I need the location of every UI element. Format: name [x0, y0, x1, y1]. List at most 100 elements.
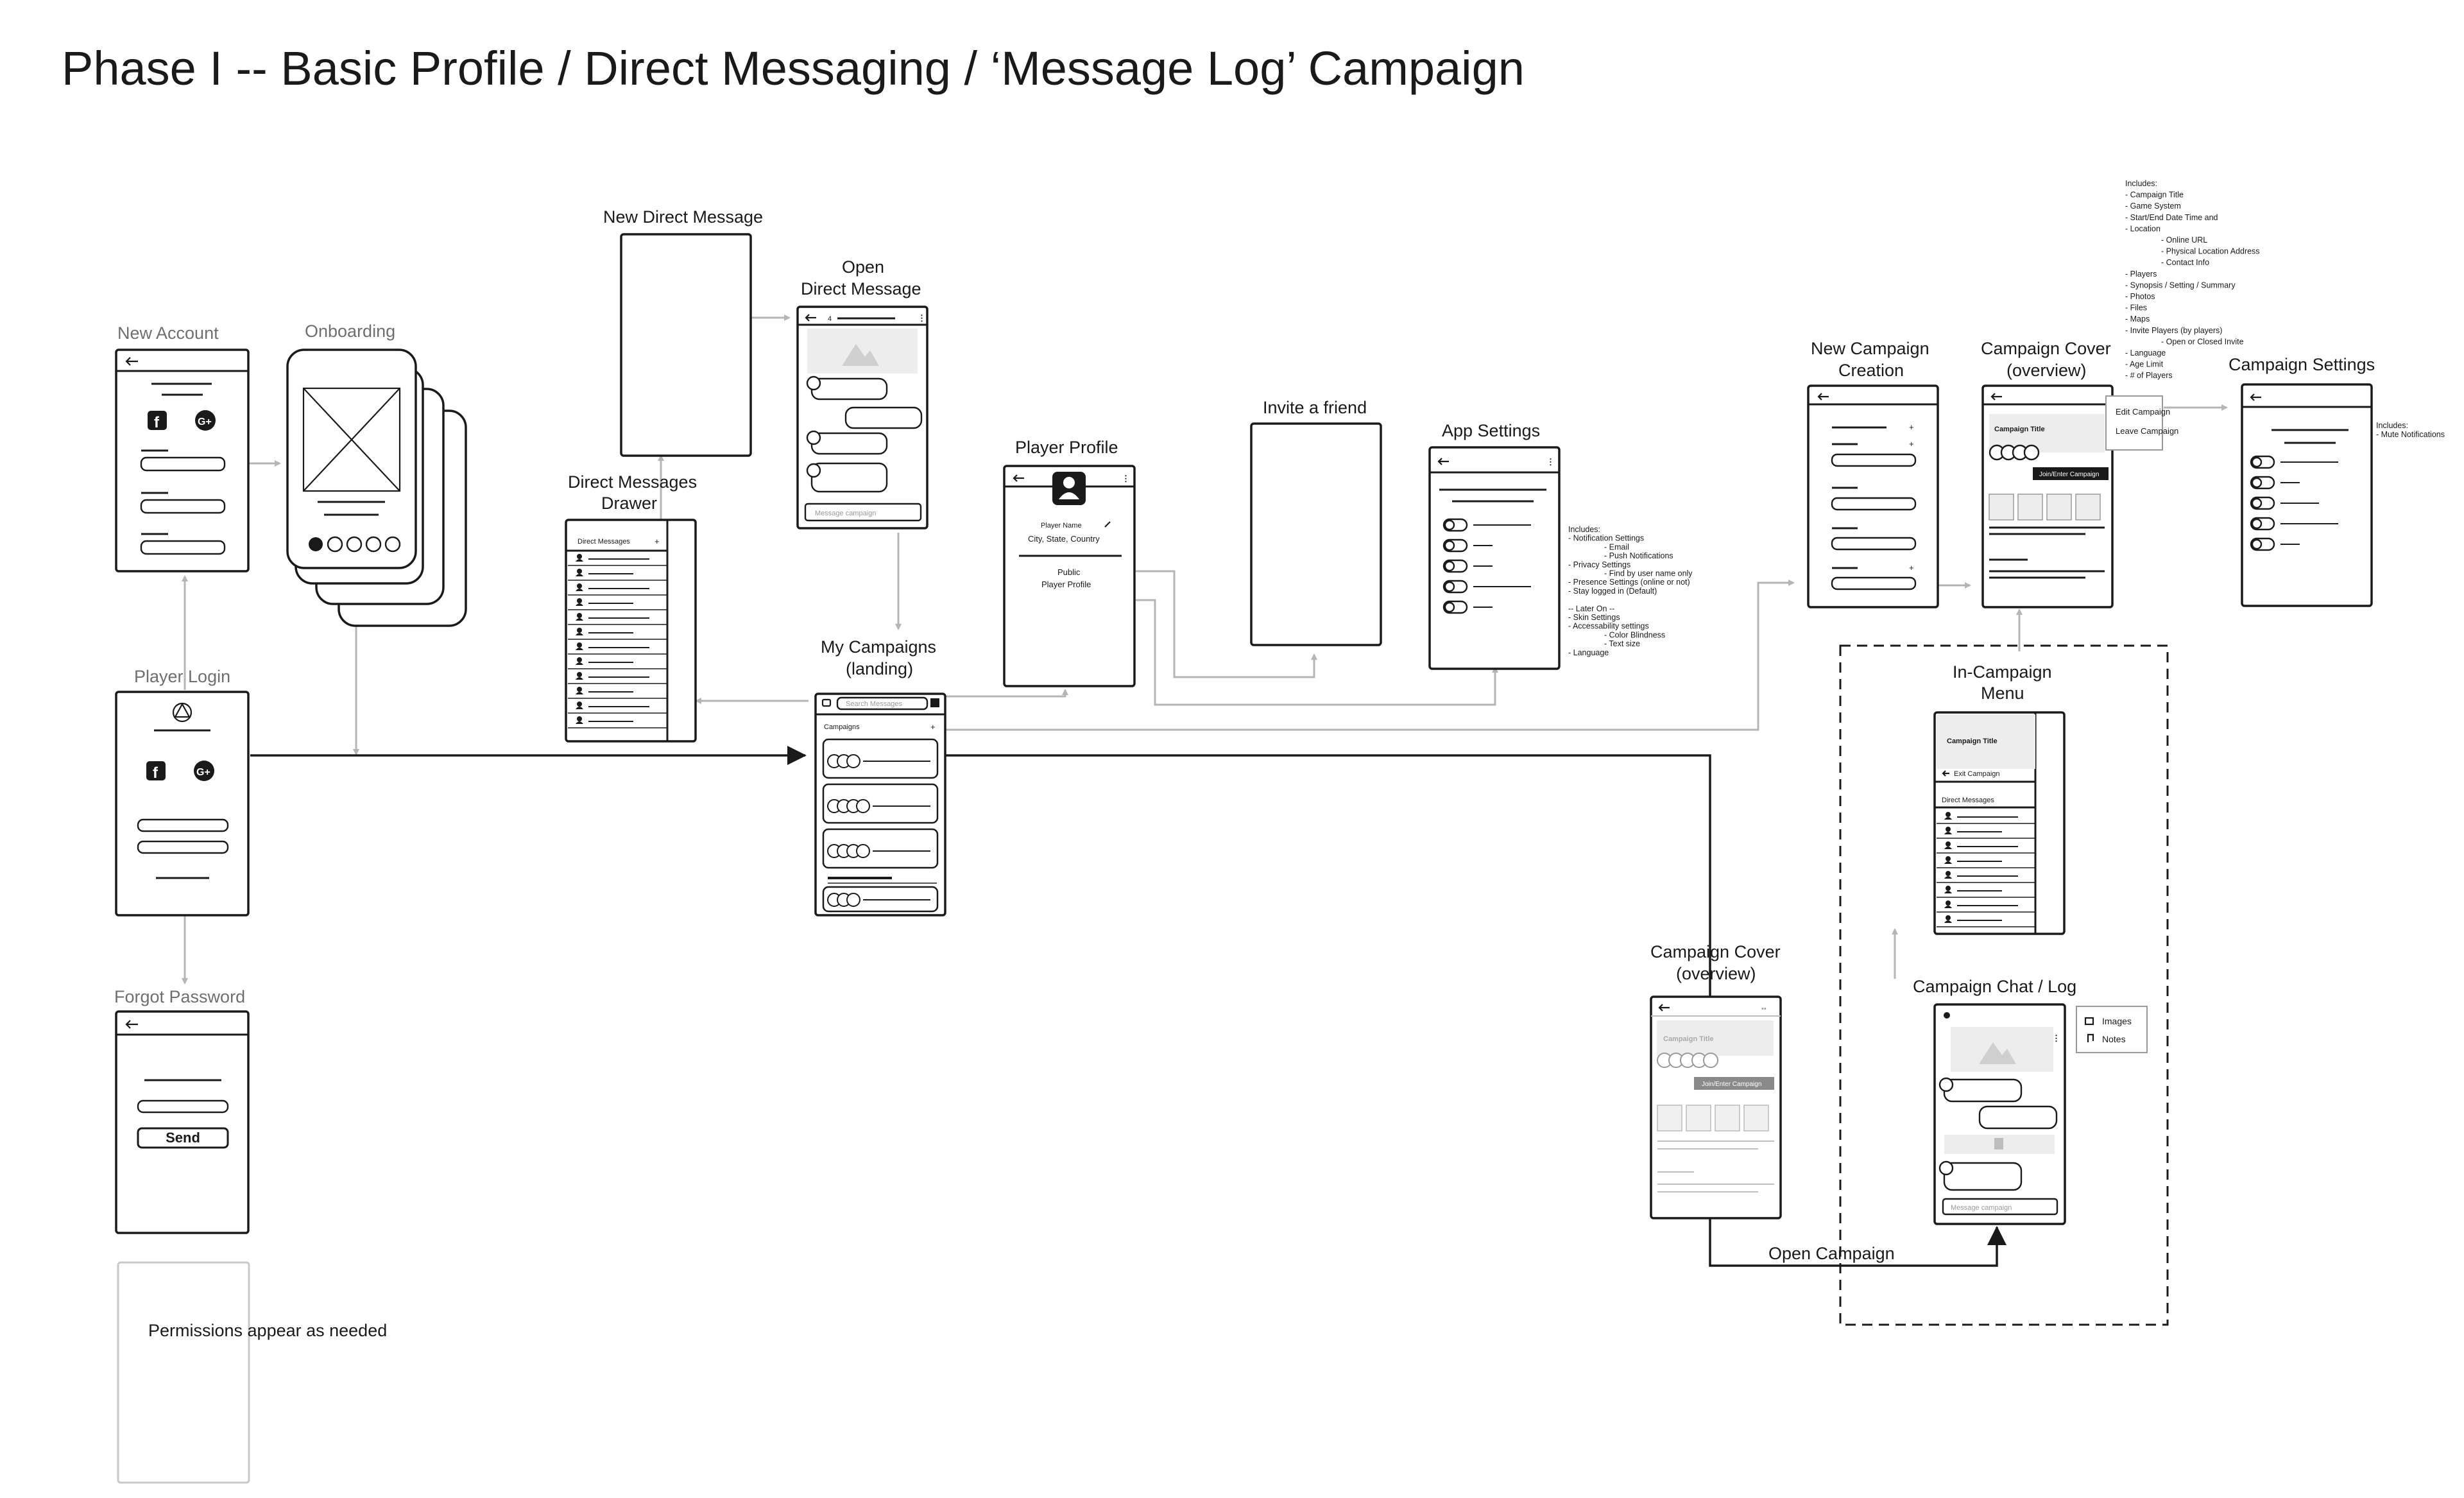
campaign-card[interactable]	[822, 738, 939, 779]
dm-count: 4	[828, 315, 832, 323]
message-input-placeholder: Message campaign	[815, 510, 876, 517]
campaigns-header: Campaigns	[824, 723, 860, 731]
back-arrow-icon	[1817, 393, 1829, 400]
permissions-placeholder: Permissions appear as needed	[117, 1261, 387, 1484]
back-arrow-icon	[125, 1020, 138, 1029]
svg-text:G+: G+	[196, 767, 210, 778]
player-login-label: Player Login	[134, 667, 230, 686]
in-campaign-dm-header: Direct Messages	[1942, 796, 1994, 804]
public-label-1: Public	[1057, 567, 1081, 577]
note-line: - Email	[1604, 542, 1629, 551]
in-campaign-group	[1839, 644, 2169, 1326]
dm-drawer-label-2: Drawer	[601, 494, 657, 513]
permissions-text: Permissions appear as needed	[148, 1321, 387, 1340]
campaign-settings-notes: Includes:- Mute Notifications	[2376, 421, 2445, 439]
person-avatar-icon	[1944, 915, 1952, 923]
exit-campaign-item[interactable]: Exit Campaign	[1954, 770, 2000, 778]
google-plus-icon	[195, 410, 216, 431]
dm-drawer-header: Direct Messages	[578, 538, 630, 546]
public-label-2: Player Profile	[1041, 580, 1091, 589]
search-placeholder: Search Messages	[846, 700, 903, 708]
note-line: - Age Limit	[2125, 360, 2164, 369]
app-settings-notes: Includes:- Notification Settings- Email -…	[1568, 525, 1693, 657]
back-arrow-icon	[125, 357, 138, 366]
person-avatar-icon	[576, 657, 583, 665]
person-avatar-icon	[576, 583, 583, 591]
settings-toggle[interactable]	[2250, 476, 2275, 490]
dm-drawer-label-1: Direct Messages	[568, 472, 697, 492]
group-avatar-icon	[1944, 886, 1952, 893]
svg-text:G+: G+	[198, 417, 212, 427]
person-avatar-icon	[1944, 900, 1952, 908]
new-direct-message-screen: New Direct Message	[603, 207, 763, 457]
campaign-card[interactable]	[822, 828, 939, 869]
note-line: - Language	[1568, 648, 1609, 657]
person-avatar-icon	[1944, 812, 1952, 820]
settings-toggle[interactable]	[1442, 600, 1468, 614]
campaign-card[interactable]	[822, 886, 939, 913]
cover-b-title: Campaign Title	[1663, 1035, 1714, 1043]
new-account-label: New Account	[117, 323, 219, 343]
person-avatar-icon	[576, 598, 583, 606]
settings-toggle[interactable]	[2250, 496, 2275, 510]
images-item[interactable]: Images	[2102, 1016, 2132, 1026]
page-title: Phase I -- Basic Profile / Direct Messag…	[62, 42, 1525, 95]
notes-item[interactable]: Notes	[2102, 1034, 2126, 1044]
settings-toggle[interactable]	[2250, 455, 2275, 469]
note-line: - Invite Players (by players)	[2125, 326, 2222, 335]
note-line: - Campaign Title	[2125, 191, 2184, 200]
svg-text:+: +	[1909, 439, 1914, 449]
note-line: - Skin Settings	[1568, 613, 1620, 622]
settings-toggle[interactable]	[2250, 537, 2275, 551]
settings-toggle[interactable]	[1442, 559, 1468, 573]
person-avatar-icon	[1944, 856, 1952, 864]
player-login-screen: Player Login f G+	[115, 667, 250, 917]
send-button[interactable]	[137, 1127, 229, 1149]
in-campaign-label-1: In-Campaign	[1953, 662, 2052, 682]
campaign-card[interactable]	[822, 783, 939, 824]
invite-friend-label: Invite a friend	[1263, 398, 1367, 417]
campaign-cover-screen: Campaign Cover (overview) Campaign Title…	[1981, 339, 2114, 608]
settings-toggle[interactable]	[1442, 518, 1468, 532]
note-icon	[2087, 1033, 2094, 1042]
svg-text:+: +	[930, 722, 936, 732]
campaign-settings-label: Campaign Settings	[2229, 355, 2375, 374]
person-avatar-icon	[576, 642, 583, 650]
new-account-screen: New Account f G+	[115, 323, 250, 573]
direct-messages-drawer-screen: Direct Messages Drawer Direct Messages +	[565, 472, 697, 743]
in-campaign-menu-screen: In-Campaign Menu Campaign Title Exit Cam…	[1933, 662, 2066, 935]
note-line: Includes:	[1568, 525, 1600, 534]
join-enter-label: Join/Enter Campaign	[2039, 471, 2099, 478]
join-enter-button[interactable]	[2033, 467, 2109, 480]
note-line: - Stay logged in (Default)	[1568, 587, 1657, 596]
note-line: - Photos	[2125, 292, 2155, 301]
note-line: - Online URL	[2161, 236, 2207, 245]
campaign-cover-notes: Includes:- Campaign Title- Game System- …	[2125, 179, 2260, 380]
person-avatar-icon	[1944, 827, 1952, 834]
settings-toggle[interactable]	[1442, 538, 1468, 553]
settings-toggle[interactable]	[2250, 517, 2275, 531]
new-campaign-label-1: New Campaign	[1811, 339, 1929, 358]
svg-text:⋮: ⋮	[918, 313, 926, 323]
leave-campaign-item[interactable]: Leave Campaign	[2116, 426, 2178, 436]
image-icon	[2084, 1017, 2094, 1026]
person-avatar-icon	[1944, 871, 1952, 879]
person-avatar-icon	[1944, 841, 1952, 849]
open-direct-message-screen: Open Direct Message 4 ⋮ Message campaign	[796, 257, 928, 529]
player-location: City, State, Country	[1028, 534, 1100, 544]
edit-campaign-item[interactable]: Edit Campaign	[2116, 407, 2170, 417]
campaign-cover-screen-b: Campaign Cover (overview) •• Campaign Ti…	[1650, 942, 1782, 1219]
settings-toggle[interactable]	[1442, 580, 1468, 594]
new-campaign-screen: New Campaign Creation + + +	[1807, 339, 1939, 608]
send-button-label: Send	[166, 1130, 200, 1146]
note-line: - Physical Location Address	[2161, 247, 2260, 256]
note-line: - Notification Settings	[1568, 534, 1644, 543]
facebook-icon	[148, 411, 167, 430]
svg-text:⋮: ⋮	[2052, 1033, 2060, 1043]
my-campaigns-label-2: (landing)	[846, 659, 913, 678]
chat-input-placeholder: Message campaign	[1951, 1204, 2012, 1212]
note-line: - Files	[2125, 304, 2147, 313]
join-enter-button-b[interactable]	[1694, 1077, 1774, 1090]
back-arrow-icon	[1013, 474, 1024, 482]
